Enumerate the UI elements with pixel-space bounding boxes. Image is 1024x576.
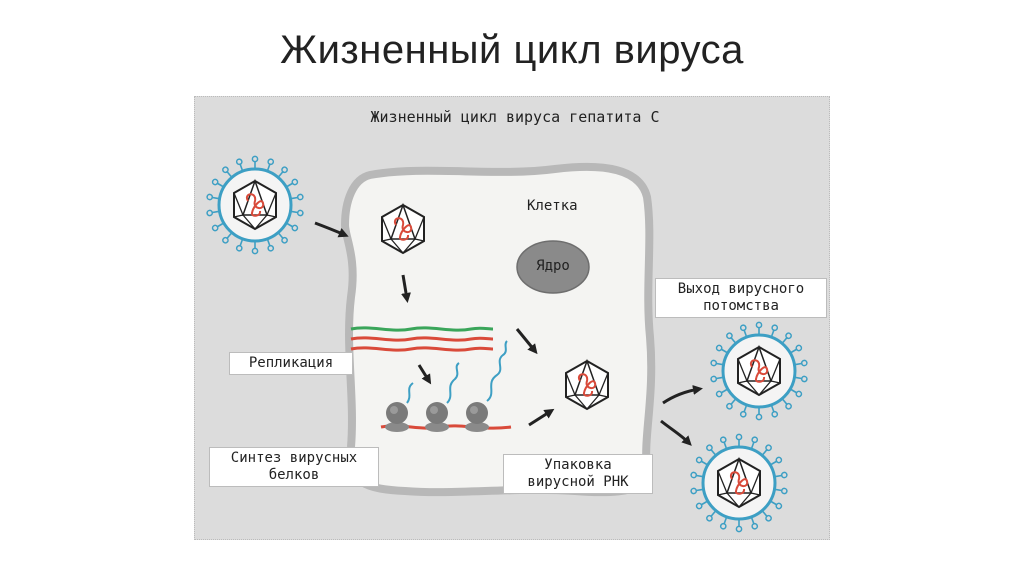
ribosome-icon (465, 402, 489, 432)
arrow-icon (417, 364, 432, 385)
protein-chain (486, 340, 508, 402)
protein-chain (446, 362, 460, 404)
arrow-icon (515, 328, 538, 355)
nucleus-label: Ядро (536, 258, 570, 274)
rna-strand-red (350, 336, 494, 342)
cell-label: Клетка (527, 198, 578, 214)
release-label: Выход вирусного потомства (655, 278, 827, 318)
protein-synthesis-label: Синтез вирусных белков (209, 447, 379, 487)
virus-lifecycle-diagram: Жизненный цикл вируса гепатита С Клетка … (194, 96, 830, 540)
virus-icon (691, 434, 788, 531)
arrow-icon (660, 419, 692, 446)
rna-strand-red (350, 346, 494, 352)
arrow-icon (662, 385, 703, 405)
rna-strand-green (350, 326, 494, 332)
virus-icon (711, 322, 808, 419)
page-title: Жизненный цикл вируса (280, 28, 744, 72)
diagram-title: Жизненный цикл вируса гепатита С (370, 108, 660, 126)
arrow-icon (314, 221, 349, 238)
arrow-icon (401, 274, 411, 303)
virus-icon (207, 156, 304, 253)
arrow-icon (528, 408, 555, 427)
replication-label: Репликация (229, 352, 353, 375)
protein-chain (406, 382, 414, 404)
packaging-label: Упаковка вирусной РНК (503, 454, 653, 494)
ribosome-icon (385, 402, 409, 432)
ribosome-icon (425, 402, 449, 432)
nucleus-shape (516, 240, 590, 294)
